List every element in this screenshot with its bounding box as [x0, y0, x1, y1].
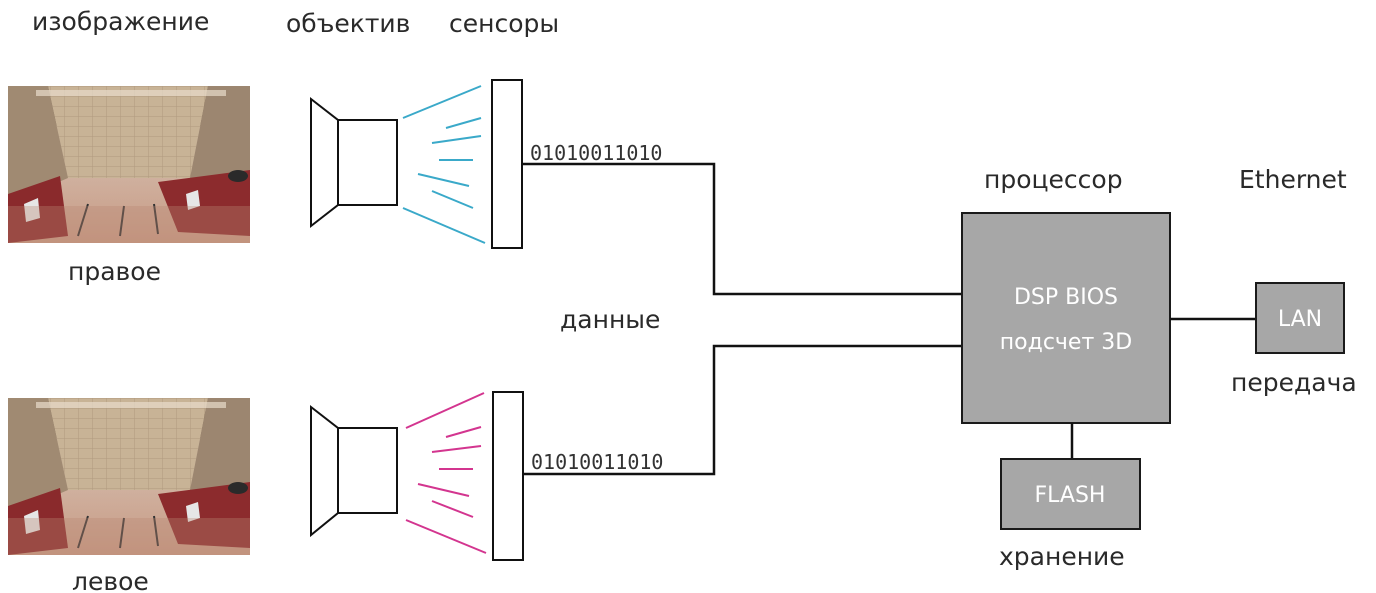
image-heading: изображение: [32, 7, 209, 36]
right-image-label: правое: [68, 257, 161, 286]
bottom-data-stream: 01010011010: [531, 450, 663, 474]
left-image: [8, 398, 250, 555]
bottom-light-rays: [405, 392, 487, 554]
storage-label: хранение: [999, 542, 1125, 571]
top-data-wire: [523, 162, 962, 296]
processor-line2: подсчет 3D: [1000, 330, 1132, 355]
flash-label: FLASH: [1035, 483, 1106, 508]
transfer-label: передача: [1231, 368, 1357, 397]
processor-line1: DSP BIOS: [1014, 285, 1118, 310]
flash-block: [1000, 458, 1141, 530]
lens-heading: объектив: [286, 9, 410, 38]
processor-block: [961, 212, 1171, 424]
right-image: [8, 86, 250, 243]
ethernet-heading: Ethernet: [1239, 165, 1347, 194]
data-label: данные: [560, 305, 660, 334]
bottom-lens: [310, 404, 398, 538]
top-light-rays: [402, 85, 486, 244]
lan-label: LAN: [1278, 307, 1322, 332]
top-sensor: [491, 79, 523, 249]
bottom-data-wire: [524, 344, 962, 476]
bottom-sensor: [492, 391, 524, 561]
top-lens: [310, 96, 398, 229]
sensors-heading: сенсоры: [449, 9, 559, 38]
top-data-stream: 01010011010: [530, 141, 662, 165]
processor-heading: процессор: [984, 165, 1123, 194]
left-image-label: левое: [72, 567, 149, 593]
lan-block: [1255, 282, 1345, 354]
